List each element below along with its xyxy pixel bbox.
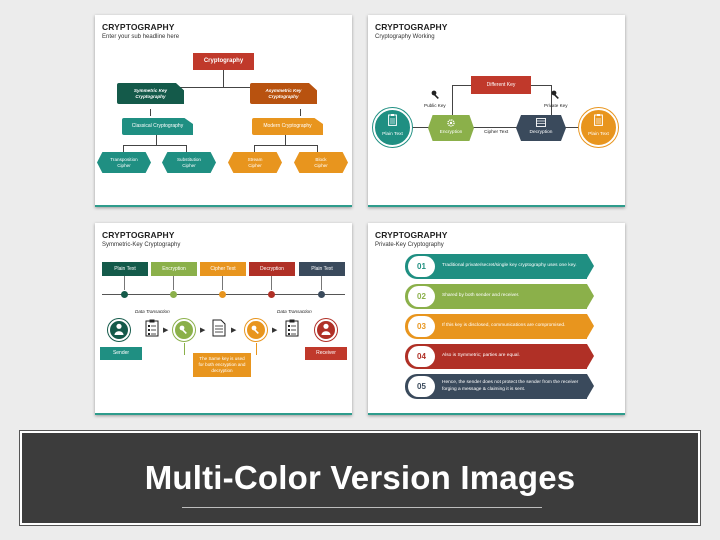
node-cryptography: Cryptography [193,53,254,70]
list-item-arrow [587,374,594,398]
slide-title: CRYPTOGRAPHY [102,230,175,240]
list-item-number: 02 [417,292,426,301]
receiver-label: Receiver [305,347,347,360]
list-item-arrow [587,344,594,368]
timeline-dot [170,291,177,298]
plain-text-right-label: Plain Text [588,132,609,137]
list-item-bar [405,374,587,399]
list-item-text: If this key is disclosed, communications… [442,323,566,329]
key-icon [251,325,259,335]
private-key-icon [551,90,559,100]
list-item-badge [408,376,435,397]
data-transaction-label-left: Data Transaction [135,309,170,314]
plain-text-left-label: Plain Text [382,132,403,137]
step-decryption: Decryption [249,262,295,276]
node-classical-cryptography: Classical Cryptography [122,118,193,135]
list-item-badge [408,256,435,277]
node-transposition-cipher: Transposition Cipher [97,152,151,173]
list-item-bar [405,344,587,369]
step-plain-text-end: Plain Text [299,262,345,276]
node-substitution-cipher: Substitution Cipher [162,152,216,173]
slide-title: CRYPTOGRAPHY [102,22,175,32]
public-key-label: Public Key [424,103,446,108]
arrow-right-icon: ▶ [272,327,278,334]
sender-avatar [108,319,130,341]
decryption-hex [516,115,566,141]
list-item-arrow [587,254,594,278]
list-item-text: Also is Symmetric; parties are equal. [442,353,520,359]
slide-subtitle: Private-Key Cryptography [375,242,444,248]
slide-symmetric-key[interactable]: CRYPTOGRAPHY Symmetric-Key Cryptography … [95,223,352,415]
same-key-note: The Same key is used for both encryption… [193,353,251,377]
slide-subtitle: Symmetric-Key Cryptography [102,242,181,248]
slide-cryptography-hierarchy[interactable]: CRYPTOGRAPHY Enter your sub headline her… [95,15,352,207]
gear-icon [447,119,455,127]
node-stream-cipher: Stream Cipher [228,152,282,173]
timeline-dot [268,291,275,298]
list-item-arrow [587,314,594,338]
slide-title: CRYPTOGRAPHY [375,230,448,240]
list-item-bar [405,314,587,339]
list-item-text: Shared by both sender and receiver. [442,293,520,299]
step-encryption: Encryption [151,262,197,276]
node-block-cipher: Block Cipher [294,152,348,173]
timeline-dot [219,291,226,298]
slide-title: CRYPTOGRAPHY [375,22,448,32]
slide-subtitle: Enter your sub headline here [102,34,180,40]
checklist-icon [285,319,299,337]
node-asymmetric-key: Asymmetric Key Cryptography [250,83,317,104]
list-item: 02 Shared by both sender and receiver. [405,284,605,309]
list-item-badge [408,346,435,367]
list-item-number: 04 [417,352,426,361]
banner-underline [182,507,542,508]
different-key-box: Different Key [471,76,531,94]
list-item-badge [408,316,435,337]
timeline-dot [318,291,325,298]
node-symmetric-key: Symmetric Key Cryptography [117,83,184,104]
encryption-hex [428,115,474,141]
arrow-right-icon: ▶ [163,327,169,334]
step-plain-text: Plain Text [102,262,148,276]
person-icon [321,323,331,335]
data-transaction-label-right: Data Transaction [277,309,312,314]
timeline-dot [121,291,128,298]
cipher-text-label: Cipher Text [484,130,509,135]
document-icon [212,319,226,337]
list-item: 03 If this key is disclosed, communicatio… [405,314,605,339]
slide-private-key[interactable]: CRYPTOGRAPHY Private-Key Cryptography 01… [368,223,625,415]
arrow-right-icon: ▶ [200,327,206,334]
banner-title: Multi-Color Version Images [144,459,576,496]
document-icon [594,114,603,126]
list-item: 04 Also is Symmetric; parties are equal. [405,344,605,369]
list-item-text: Hence, the sender does not protect the s… [442,380,579,392]
list-item-text: Traditional private/secret/single key cr… [442,263,577,269]
database-icon [536,118,546,127]
list-item-bar [405,284,587,309]
slide-subtitle: Cryptography Working [375,34,435,40]
decryption-label: Decryption [529,130,553,135]
node-modern-cryptography: Modern Cryptography [252,118,323,135]
receiver-avatar [315,319,337,341]
list-item-badge [408,286,435,307]
list-item-number: 01 [417,262,426,271]
sender-label: Sender [100,347,142,360]
private-key-label: Private Key [544,103,568,108]
document-icon [388,114,397,126]
slide-cryptography-working[interactable]: CRYPTOGRAPHY Cryptography Working Differ… [368,15,625,207]
list-item: 05 Hence, the sender does not protect the… [405,374,605,399]
list-item: 01 Traditional private/secret/single key … [405,254,605,279]
list-item-arrow [587,284,594,308]
encryption-label: Encryption [439,130,463,135]
checklist-icon [145,319,159,337]
public-key-icon [431,90,439,100]
person-icon [114,323,124,335]
list-item-number: 05 [417,382,426,391]
list-item-number: 03 [417,322,426,331]
multi-color-banner: Multi-Color Version Images [19,430,701,526]
step-cipher-text: Cipher Text [200,262,246,276]
list-item-bar [405,254,587,279]
key-icon [179,325,187,335]
arrow-right-icon: ▶ [231,327,237,334]
